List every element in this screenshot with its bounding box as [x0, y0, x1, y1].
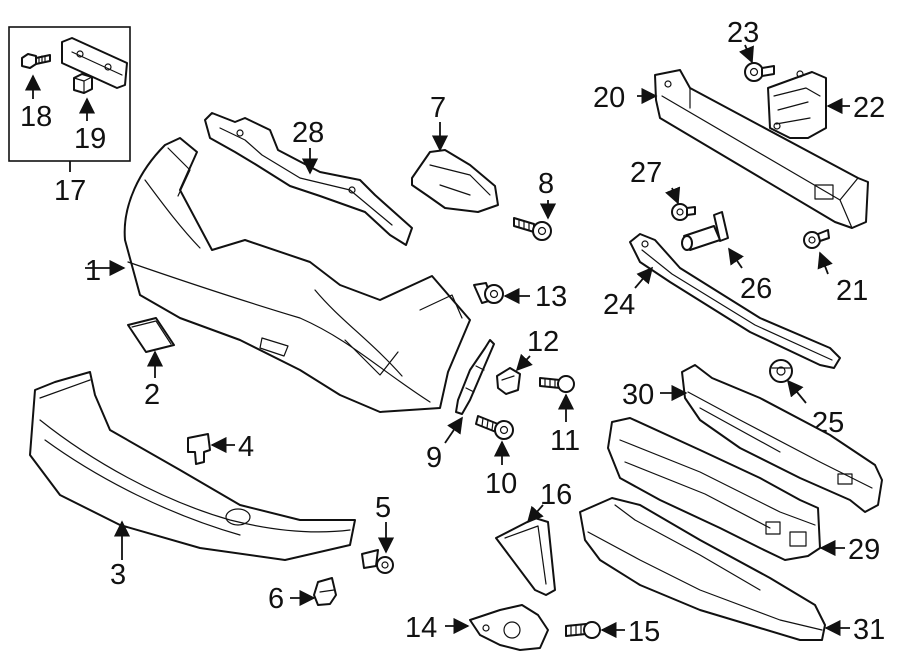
part-21-bolt[interactable] — [803, 229, 830, 249]
part-1-bumper-cover[interactable] — [123, 137, 471, 413]
part-19-clip-nut[interactable] — [73, 73, 93, 94]
part-5-push-rivet[interactable] — [361, 549, 394, 574]
callout-26: 26 — [740, 273, 772, 305]
callout-5: 5 — [375, 492, 391, 524]
part-16-fog-lamp-bezel[interactable] — [495, 517, 556, 596]
part-18-bolt[interactable] — [21, 53, 51, 69]
callout-19: 19 — [74, 123, 106, 155]
part-2-tow-hook-cover[interactable] — [127, 317, 175, 353]
part-3-lower-bumper-cover[interactable] — [29, 371, 356, 561]
callout-22: 22 — [853, 92, 885, 124]
callout-10: 10 — [485, 468, 517, 500]
callout-12: 12 — [527, 326, 559, 358]
part-4-clip[interactable] — [187, 433, 211, 465]
part-13-push-nut[interactable] — [473, 282, 504, 304]
callout-16: 16 — [540, 479, 572, 511]
callout-31: 31 — [853, 614, 885, 646]
callout-23: 23 — [727, 17, 759, 49]
part-27-bolt[interactable] — [671, 203, 696, 221]
callout-7: 7 — [430, 92, 446, 124]
part-29-lower-energy-absorber[interactable] — [607, 417, 821, 561]
callout-1: 1 — [85, 255, 101, 287]
callout-13: 13 — [535, 281, 567, 313]
part-31-air-deflector[interactable] — [579, 497, 826, 641]
callout-24: 24 — [603, 289, 635, 321]
part-9-side-support[interactable] — [455, 339, 495, 415]
part-30-energy-absorber[interactable] — [681, 364, 883, 513]
callout-18: 18 — [20, 101, 52, 133]
part-28-upper-support-bracket[interactable] — [204, 112, 413, 246]
part-14-lamp-bracket[interactable] — [469, 604, 549, 651]
part-26-sensor[interactable] — [681, 211, 729, 251]
part-12-clip[interactable] — [496, 367, 521, 395]
callout-14: 14 — [405, 612, 437, 644]
callout-3: 3 — [110, 559, 126, 591]
callout-28: 28 — [292, 117, 324, 149]
part-15-bolt[interactable] — [565, 621, 601, 639]
callout-30: 30 — [622, 379, 654, 411]
callout-2: 2 — [144, 379, 160, 411]
part-11-bolt[interactable] — [539, 375, 575, 393]
part-24-energy-absorber-bar[interactable] — [629, 233, 841, 369]
part-7-side-bracket[interactable] — [411, 149, 499, 213]
callout-27: 27 — [630, 157, 662, 189]
callout-4: 4 — [238, 431, 254, 463]
callout-20: 20 — [593, 82, 625, 114]
callout-15: 15 — [628, 616, 660, 648]
callout-29: 29 — [848, 534, 880, 566]
part-23-bolt[interactable] — [744, 62, 775, 82]
callout-17: 17 — [54, 175, 86, 207]
callout-8: 8 — [538, 168, 554, 200]
part-20-reinforcement-beam[interactable] — [654, 69, 869, 229]
part-6-retainer[interactable] — [313, 577, 337, 606]
part-17-bracket-plate[interactable] — [61, 37, 128, 89]
part-8-bolt[interactable] — [513, 217, 552, 241]
part-22-beam-bracket[interactable] — [767, 70, 827, 139]
callout-21: 21 — [836, 275, 868, 307]
callout-11: 11 — [550, 425, 580, 457]
callout-6: 6 — [268, 583, 284, 615]
part-25-nut[interactable] — [769, 359, 793, 383]
callout-9: 9 — [426, 442, 442, 474]
part-10-bolt[interactable] — [475, 415, 514, 440]
inset-box-17: 18 19 — [8, 26, 131, 162]
